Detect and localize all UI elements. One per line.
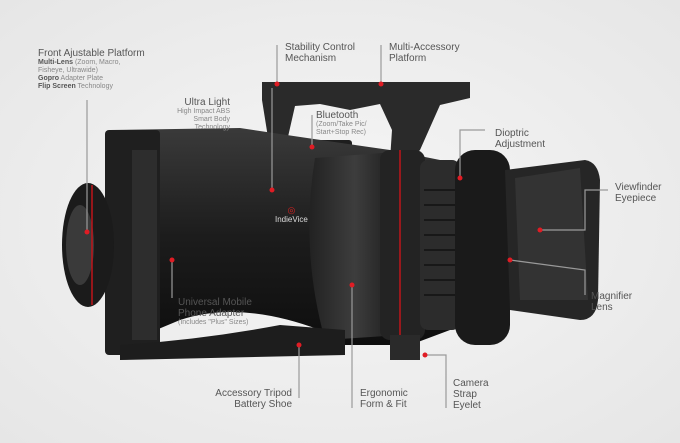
label-text: Adjustment bbox=[495, 139, 546, 150]
label-text: Camera bbox=[453, 378, 489, 389]
label-title: Ultra Light bbox=[184, 97, 230, 108]
tripod-shoe bbox=[120, 325, 345, 360]
label-bluetooth: Bluetooth (Zoom/Take Pic/ Start+Stop Rec… bbox=[316, 110, 367, 137]
label-stability: Stability Control Mechanism bbox=[285, 42, 355, 64]
label-text: Technology bbox=[194, 124, 230, 131]
diopter-ring bbox=[455, 150, 510, 345]
label-dioptric: Dioptric Adjustment bbox=[495, 128, 545, 150]
handle bbox=[262, 82, 470, 160]
label-tripod: Accessory Tripod Battery Shoe bbox=[190, 388, 292, 410]
label-text: Phone Adapter bbox=[178, 308, 245, 319]
label-text: Adapter Plate bbox=[59, 75, 103, 82]
label-text: Magnifier bbox=[591, 291, 633, 302]
callout-dots bbox=[84, 81, 543, 358]
label-multi-accessory: Multi-Accessory Platform bbox=[389, 42, 460, 64]
label-text: Fisheye, Ultrawide) bbox=[38, 67, 98, 74]
label-text: Technology bbox=[75, 83, 113, 90]
label-phone-adapter: Universal Mobile Phone Adapter (Includes… bbox=[178, 297, 252, 327]
label-text: Strap bbox=[453, 389, 477, 400]
label-text: Viewfinder bbox=[615, 182, 662, 193]
label-text: (Zoom, Macro, bbox=[73, 59, 121, 66]
lens-ring bbox=[380, 150, 425, 340]
grip bbox=[309, 152, 400, 340]
label-bold: Gopro bbox=[38, 75, 59, 82]
label-ergonomic: Ergonomic Form & Fit bbox=[360, 388, 408, 410]
label-title: Bluetooth bbox=[316, 110, 359, 121]
label-text: Battery Shoe bbox=[234, 399, 292, 410]
label-text: Lens bbox=[591, 302, 613, 313]
label-title: Front Ajustable Platform bbox=[38, 48, 145, 59]
brand-name: IndieVice bbox=[275, 215, 308, 224]
label-text: Eyelet bbox=[453, 400, 481, 411]
indievice-logo: ◎IndieVice bbox=[275, 205, 308, 225]
label-subtext: (Includes "Plus" Sizes) bbox=[178, 319, 249, 326]
label-text: (Zoom/Take Pic/ bbox=[316, 121, 367, 128]
label-ultra-light: Ultra Light High Impact ABS Smart Body T… bbox=[140, 97, 230, 132]
label-text: Mechanism bbox=[285, 53, 337, 64]
strap-eyelet bbox=[390, 335, 420, 360]
label-text: High Impact ABS bbox=[177, 108, 230, 115]
label-text: Universal Mobile bbox=[178, 297, 252, 308]
label-viewfinder: Viewfinder Eyepiece bbox=[615, 182, 662, 204]
label-text: Multi-Accessory bbox=[389, 42, 460, 53]
label-text: Start+Stop Rec) bbox=[316, 129, 366, 136]
focus-ring bbox=[420, 160, 460, 330]
label-text: Accessory Tripod bbox=[215, 388, 292, 399]
label-text: Smart Body bbox=[193, 116, 230, 123]
label-text: Stability Control bbox=[285, 42, 356, 53]
label-strap: Camera Strap Eyelet bbox=[453, 378, 489, 411]
label-bold: Multi-Lens bbox=[38, 59, 73, 66]
label-text: Eyepiece bbox=[615, 193, 657, 204]
label-text: Ergonomic bbox=[360, 388, 408, 399]
label-magnifier: Magnifier Lens bbox=[591, 291, 632, 313]
label-text: Platform bbox=[389, 53, 427, 64]
label-front-platform: Front Ajustable Platform Multi-Lens (Zoo… bbox=[38, 48, 145, 91]
label-text: Dioptric bbox=[495, 128, 529, 139]
label-bold: Flip Screen bbox=[38, 83, 76, 90]
label-text: Form & Fit bbox=[360, 399, 407, 410]
